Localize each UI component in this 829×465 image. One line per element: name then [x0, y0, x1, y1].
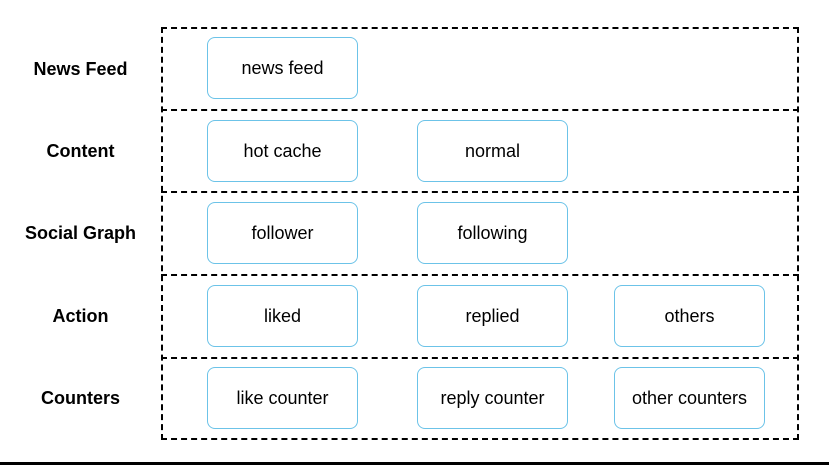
box-liked: liked: [207, 285, 358, 347]
box-other-counters: other counters: [614, 367, 765, 429]
layer-label-content: Content: [46, 141, 115, 161]
box-following: following: [417, 202, 568, 264]
layer-divider: [161, 109, 799, 111]
layer-label-action: Action: [52, 306, 109, 326]
dashed-outer-frame: [161, 27, 799, 440]
layer-divider: [161, 357, 799, 359]
box-reply-counter: reply counter: [417, 367, 568, 429]
box-follower: follower: [207, 202, 358, 264]
box-hot-cache: hot cache: [207, 120, 358, 182]
layer-label-news-feed: News Feed: [33, 59, 128, 79]
layer-label-counters: Counters: [40, 388, 120, 408]
layer-divider: [161, 274, 799, 276]
box-news-feed: news feed: [207, 37, 358, 99]
box-replied: replied: [417, 285, 568, 347]
layer-divider: [161, 191, 799, 193]
box-like-counter: like counter: [207, 367, 358, 429]
layer-label-social-graph: Social Graph: [24, 223, 137, 243]
bottom-edge-line: [0, 462, 829, 465]
box-normal: normal: [417, 120, 568, 182]
box-others: others: [614, 285, 765, 347]
